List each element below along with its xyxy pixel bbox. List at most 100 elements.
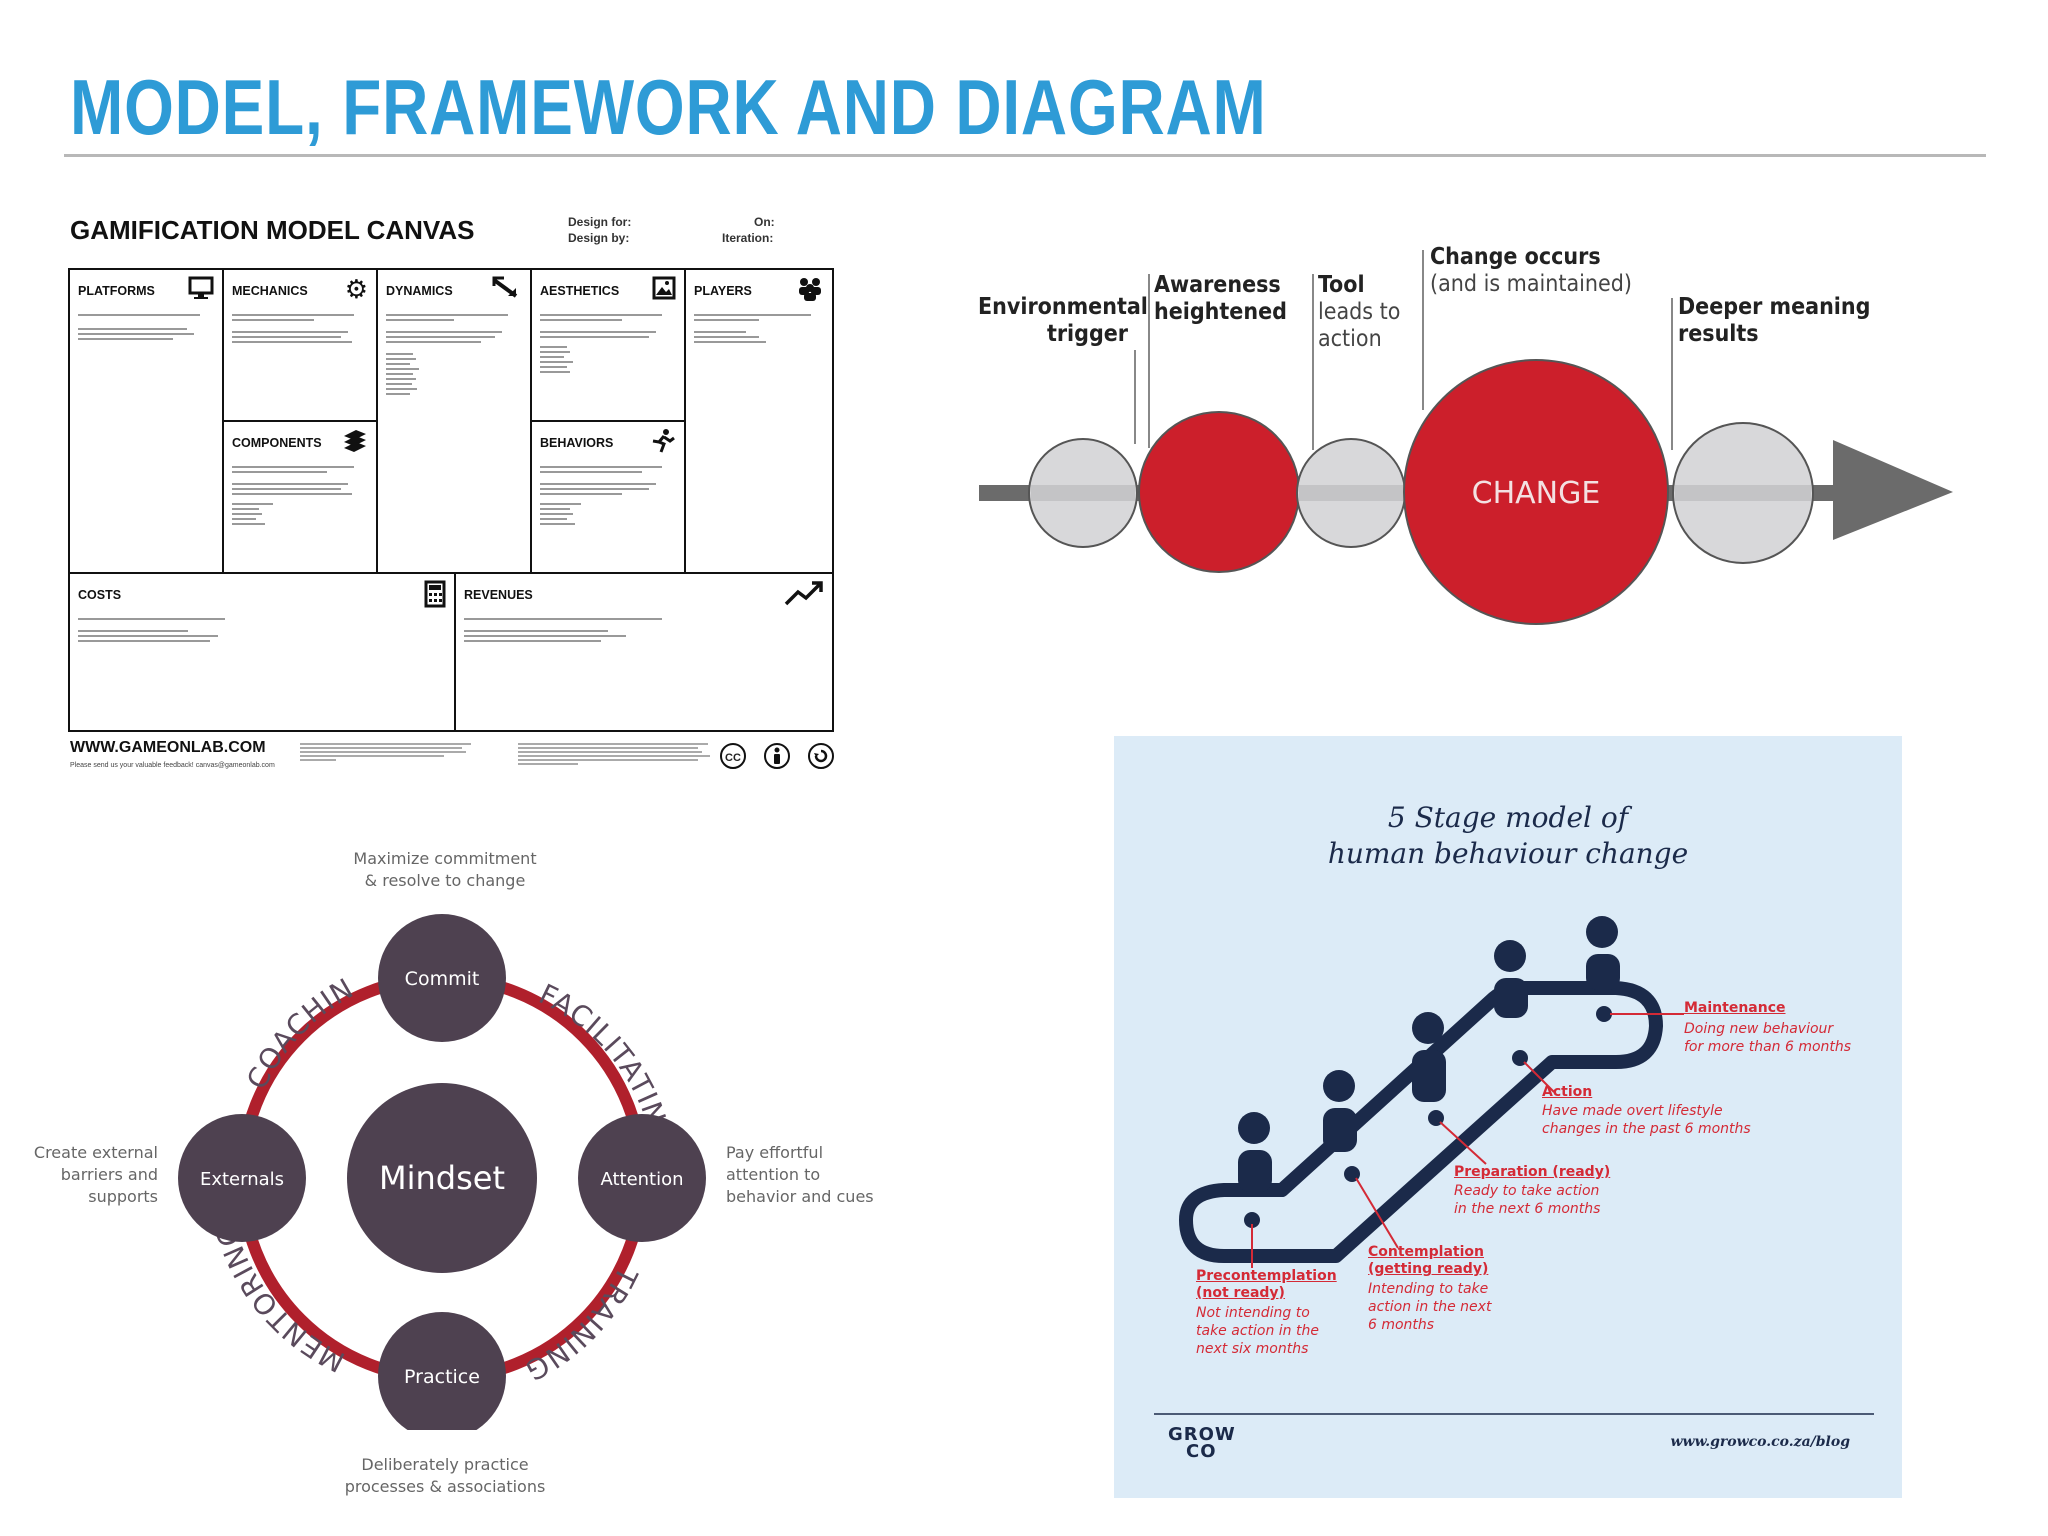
cell-players: PLAYERS [686, 270, 832, 574]
monitor-icon [188, 276, 214, 304]
cell-label: REVENUES [464, 588, 533, 602]
canvas-website: WWW.GAMEONLAB.COM [70, 739, 266, 756]
growco-url: www.growco.co.za/blog [1670, 1434, 1850, 1450]
stage-description: Doing new behaviour for more than 6 mont… [1684, 1020, 1851, 1056]
page-title: MODEL, FRAMEWORK AND DIAGRAM [70, 63, 1267, 151]
label-change-occurs: Change occurs (and is maintained) [1430, 244, 1632, 298]
cell-components: COMPONENTS [224, 422, 378, 574]
heading-line: Preparation (ready) [1454, 1164, 1611, 1180]
mindset-center-node [347, 1083, 537, 1273]
note-line: & resolve to change [364, 871, 526, 890]
note-line: attention to [726, 1165, 821, 1184]
node-externals [178, 1114, 306, 1242]
note-practice: Deliberately practice processes & associ… [330, 1454, 560, 1498]
people-figures [1238, 916, 1620, 1192]
cell-mechanics: MECHANICS ⚙ [224, 270, 378, 422]
canvas-grid: PLATFORMS MECHANICS ⚙ DYNAMICS AESTHETIC… [68, 268, 834, 732]
mindset-center-label: Mindset [379, 1159, 505, 1197]
commit-label: Commit [405, 968, 480, 990]
note-externals: Create external barriers and supports [30, 1142, 158, 1208]
calculator-icon [424, 580, 446, 612]
cell-behaviors: BEHAVIORS [532, 422, 686, 574]
leader-lines [1134, 250, 1673, 450]
heading-line: Contemplation [1368, 1244, 1484, 1260]
image-icon [652, 276, 676, 304]
title-divider [64, 154, 1986, 157]
stage-heading: Precontemplation (not ready) [1196, 1268, 1337, 1302]
stage-heading: Maintenance [1684, 1000, 1786, 1017]
label-line: results [1678, 321, 1759, 347]
desc-line: in the next 6 months [1454, 1201, 1601, 1217]
note-line: Maximize commitment [353, 849, 537, 868]
arc-label-coaching: COACHING [150, 890, 359, 1094]
heading-line: Precontemplation [1196, 1268, 1337, 1284]
canvas-feedback-note: Please send us your valuable feedback! c… [70, 762, 275, 769]
cell-label: COMPONENTS [232, 436, 322, 450]
desc-line: Doing new behaviour [1684, 1021, 1834, 1037]
on-label: On: [754, 215, 775, 229]
placeholder-text [540, 314, 676, 373]
label-line: leads to [1318, 299, 1401, 325]
share-alike-icon [808, 743, 834, 769]
five-stage-panel: 5 Stage model of human behaviour change [1114, 736, 1902, 1498]
stage-description: Have made overt lifestyle changes in the… [1542, 1102, 1751, 1138]
attribution-icon [764, 743, 790, 769]
note-line: supports [88, 1187, 158, 1206]
arc-label-training: TRAINING [519, 1261, 644, 1388]
desc-line: Have made overt lifestyle [1542, 1103, 1723, 1119]
stage-leaders [1251, 1013, 1684, 1268]
stage-description: Intending to take action in the next 6 m… [1368, 1280, 1491, 1334]
stage-description: Not intending to take action in the next… [1196, 1304, 1319, 1358]
label-awareness-heightened: Awareness heightened [1154, 272, 1287, 326]
externals-label: Externals [200, 1169, 284, 1190]
design-by-label: Design by: [568, 231, 630, 245]
attention-label: Attention [600, 1169, 683, 1190]
cell-aesthetics: AESTHETICS [532, 270, 686, 422]
node-attention [578, 1114, 706, 1242]
canvas-title: GAMIFICATION MODEL CANVAS [70, 215, 475, 245]
cell-label: AESTHETICS [540, 284, 620, 298]
heading-line: Maintenance [1684, 1000, 1786, 1016]
label-line: Environmental [978, 294, 1148, 320]
gamification-canvas: GAMIFICATION MODEL CANVAS Design for: De… [68, 205, 850, 785]
heading-line: (getting ready) [1368, 1261, 1489, 1277]
running-figure-icon [650, 428, 676, 458]
red-circle-change [1403, 359, 1669, 625]
cell-label: DYNAMICS [386, 284, 453, 298]
title-line: human behaviour change [1327, 837, 1689, 870]
grey-circle-3 [1672, 422, 1814, 564]
cell-label: BEHAVIORS [540, 436, 614, 450]
heading-line: Action [1542, 1084, 1593, 1100]
desc-line: Ready to take action [1454, 1183, 1600, 1199]
stack-icon [342, 428, 368, 458]
label-environmental-trigger: Environmental trigger [978, 294, 1148, 348]
label-line: Change occurs [1430, 244, 1601, 270]
note-line: behavior and cues [726, 1187, 874, 1206]
label-line: action [1318, 326, 1382, 352]
arrows-icon [492, 276, 522, 304]
growco-logo: GROW CO [1168, 1424, 1236, 1461]
label-line: Tool [1318, 272, 1365, 298]
placeholder-text [386, 314, 522, 395]
escalator-graphic [1154, 916, 1874, 1415]
desc-line: for more than 6 months [1684, 1039, 1852, 1055]
desc-line: Intending to take [1368, 1281, 1489, 1297]
trend-up-icon [784, 580, 824, 612]
people-icon [796, 276, 824, 306]
logo-line: GROW [1168, 1424, 1236, 1445]
note-line: Deliberately practice [361, 1455, 529, 1474]
mindset-graphic: COACHING FACILITATING MENTORING TRAINING… [150, 890, 706, 1430]
desc-line: 6 months [1368, 1317, 1435, 1333]
note-line: Create external [33, 1143, 158, 1162]
label-line: trigger [1046, 321, 1128, 347]
desc-line: take action in the [1196, 1323, 1319, 1339]
cell-label: COSTS [78, 588, 122, 602]
label-line: Awareness [1154, 272, 1281, 298]
label-line: heightened [1154, 299, 1287, 325]
grey-circle-1 [1028, 438, 1138, 548]
placeholder-text [540, 466, 676, 525]
title-line: 5 Stage model of [1387, 801, 1629, 834]
note-line: barriers and [60, 1165, 158, 1184]
practice-label: Practice [404, 1366, 480, 1388]
node-commit [378, 914, 506, 1042]
